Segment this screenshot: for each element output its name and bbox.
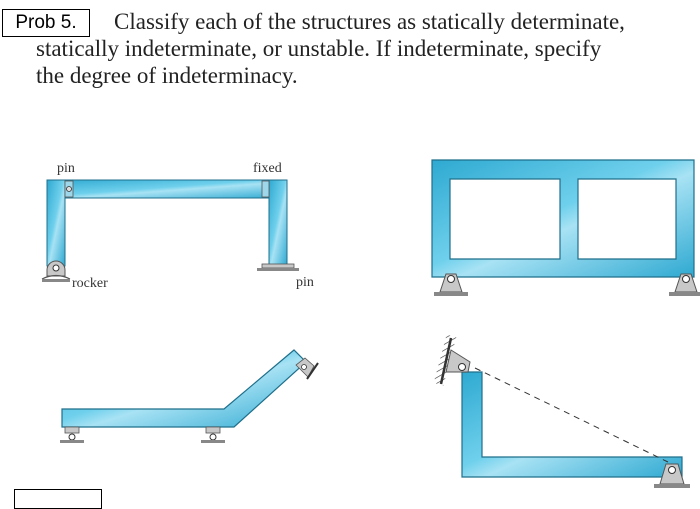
frame-b-right-pin-support <box>669 273 700 296</box>
frame-d-right-pin-support <box>654 463 690 488</box>
frame-d-inclined-pin-support <box>433 334 471 386</box>
problem-number-label: Prob 5. <box>2 9 90 37</box>
frame-a-top-beam <box>46 179 288 199</box>
beam-c-end-pin-support <box>295 357 319 380</box>
frame-a-fixed-joint <box>261 180 270 198</box>
beam-c <box>60 349 319 443</box>
frame-d <box>433 334 690 488</box>
label-pin-right: pin <box>296 275 314 290</box>
answer-box <box>14 489 102 509</box>
frame-a-left-column <box>46 179 66 267</box>
beam-c-middle-roller <box>201 426 225 443</box>
frame-b <box>431 159 700 296</box>
label-fixed: fixed <box>253 161 282 176</box>
frame-a-pin-support <box>257 263 299 271</box>
frame-b-left-pin-support <box>434 273 468 296</box>
label-pin-left: pin <box>57 161 75 176</box>
frame-d-cable <box>474 367 669 463</box>
problem-text-line-2: statically indeterminate, or unstable. I… <box>36 36 602 61</box>
beam-c-body <box>61 349 307 428</box>
problem-statement: Classify each of the structures as stati… <box>36 8 686 89</box>
rocker-support <box>41 260 71 282</box>
frame-a: pin fixed rocker pin <box>41 161 314 291</box>
frame-d-body <box>461 371 683 478</box>
frame-b-body <box>431 159 695 278</box>
problem-text-line-1: Classify each of the structures as stati… <box>114 9 625 34</box>
frame-a-right-column <box>268 179 288 267</box>
beam-c-left-roller <box>60 426 84 443</box>
problem-text-line-3: the degree of indeterminacy. <box>36 63 298 88</box>
label-rocker: rocker <box>72 276 108 291</box>
